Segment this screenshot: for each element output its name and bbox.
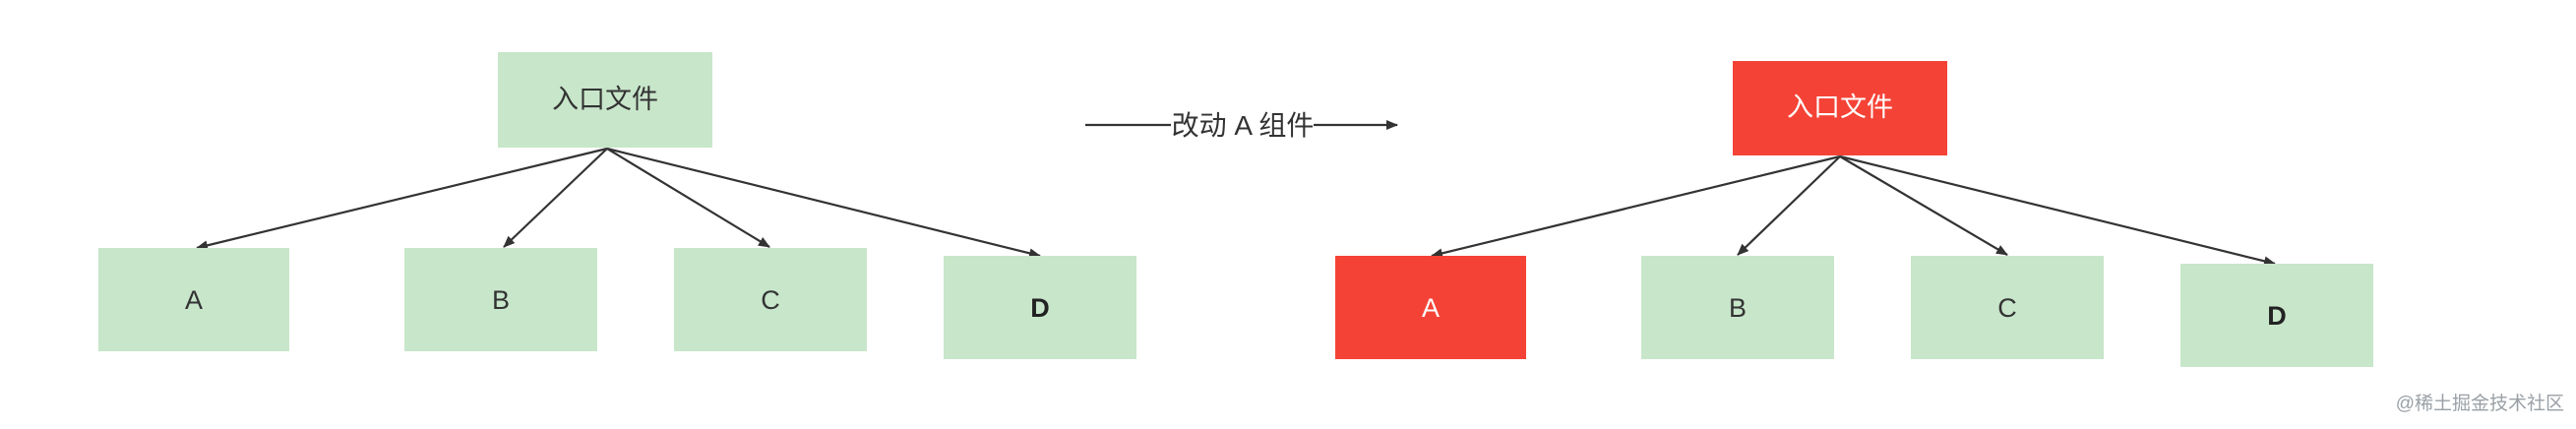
after-root-node: 入口文件 (1733, 61, 1947, 155)
before-tree: 入口文件 A B C D (98, 52, 1136, 359)
after-edge-root-to-c (1839, 155, 2008, 256)
before-edge-root-to-b (503, 148, 608, 248)
before-node-c: C (674, 248, 867, 351)
after-edge-root-to-d (1839, 154, 2276, 267)
before-node-d: D (944, 256, 1136, 359)
after-node-a: A (1335, 256, 1526, 359)
before-node-b: B (404, 248, 597, 351)
before-node-d-label: D (1030, 293, 1050, 323)
after-tree: 入口文件 A B C D (1335, 61, 2373, 367)
after-node-a-label: A (1422, 293, 1440, 323)
transition-label: 改动 A 组件 (1172, 110, 1315, 141)
before-node-b-label: B (492, 285, 510, 315)
after-node-c: C (1911, 256, 2104, 359)
after-node-b: B (1641, 256, 1834, 359)
before-edge-root-to-a (196, 147, 608, 251)
after-root-label: 入口文件 (1787, 92, 1893, 122)
after-node-c-label: C (1997, 293, 2017, 323)
before-edge-root-to-c (606, 148, 770, 248)
before-node-a-label: A (185, 285, 203, 315)
after-node-d-label: D (2267, 301, 2287, 331)
watermark: @稀土掘金技术社区 (2396, 393, 2564, 414)
before-node-a: A (98, 248, 289, 351)
after-node-b-label: B (1729, 293, 1747, 323)
after-edge-root-to-b (1737, 155, 1841, 256)
after-node-d: D (2180, 264, 2373, 367)
after-edge-root-to-a (1431, 154, 1841, 259)
before-node-c-label: C (761, 285, 780, 315)
before-edge-root-to-d (606, 147, 1041, 259)
transition-arrow: 改动 A 组件 (1085, 110, 1398, 141)
before-root-node: 入口文件 (498, 52, 712, 148)
before-root-label: 入口文件 (552, 85, 658, 114)
